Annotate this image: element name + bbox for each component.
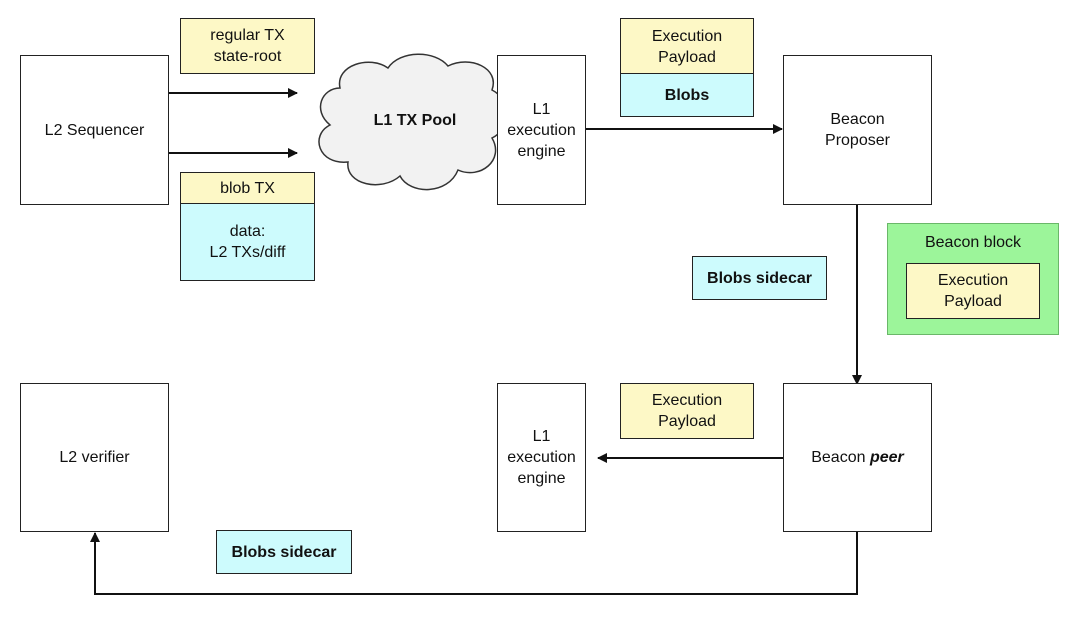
beacon-peer-emph: peer [869, 449, 904, 466]
regular-tx-line1: regular TX [210, 27, 285, 44]
engine-bottom-line1: L1 [532, 428, 551, 445]
blobs-sidecar-middle: Blobs sidecar [692, 256, 827, 300]
blob-tx-header: blob TX [180, 172, 315, 205]
proposer-line1: Beacon [830, 111, 885, 128]
arrow-peer-to-verifier [90, 532, 858, 595]
execution-payload-bottom: Execution Payload [620, 383, 754, 439]
blob-data-line2: L2 TXs/diff [209, 244, 286, 261]
l2-verifier-node: L2 verifier [20, 383, 169, 532]
beacon-proposer-node: Beacon Proposer [783, 55, 932, 205]
blob-tx-data: data: L2 TXs/diff [180, 203, 315, 281]
blobs-sidecar-bottom: Blobs sidecar [216, 530, 352, 574]
engine-top-line3: engine [517, 142, 566, 160]
regular-tx-line2: state-root [213, 48, 282, 65]
beacon-peer-prefix: Beacon [811, 449, 870, 466]
l1-engine-top: L1 execution engine [497, 55, 586, 205]
tx-pool-label: L1 TX Pool [373, 112, 457, 129]
payload-top-line2: Payload [658, 48, 716, 66]
engine-top-line1: L1 [532, 100, 551, 118]
engine-bottom-line3: engine [517, 470, 566, 487]
block-payload-line1: Execution [937, 272, 1009, 289]
payload-top-line1: Execution [651, 27, 723, 45]
beacon-block-title: Beacon block [924, 234, 1022, 251]
blobs-box: Blobs [620, 73, 754, 117]
l1-engine-bottom: L1 execution engine [497, 383, 586, 532]
blob-data-line1: data: [229, 223, 266, 240]
payload-bottom-line2: Payload [658, 413, 716, 430]
l2-sequencer-node: L2 Sequencer [20, 55, 169, 205]
regular-tx-box: regular TX state-root [180, 18, 315, 74]
proposer-line2: Proposer [825, 132, 890, 149]
engine-top-line2: execution [507, 121, 576, 139]
beacon-peer-node: Beacon peer [783, 383, 932, 532]
cloud-shape [318, 53, 507, 191]
engine-bottom-line2: execution [507, 449, 576, 466]
execution-payload-top: Execution Payload [620, 18, 754, 75]
beacon-block-payload: Execution Payload [906, 263, 1040, 319]
block-payload-line2: Payload [944, 293, 1002, 310]
payload-bottom-line1: Execution [651, 392, 723, 409]
